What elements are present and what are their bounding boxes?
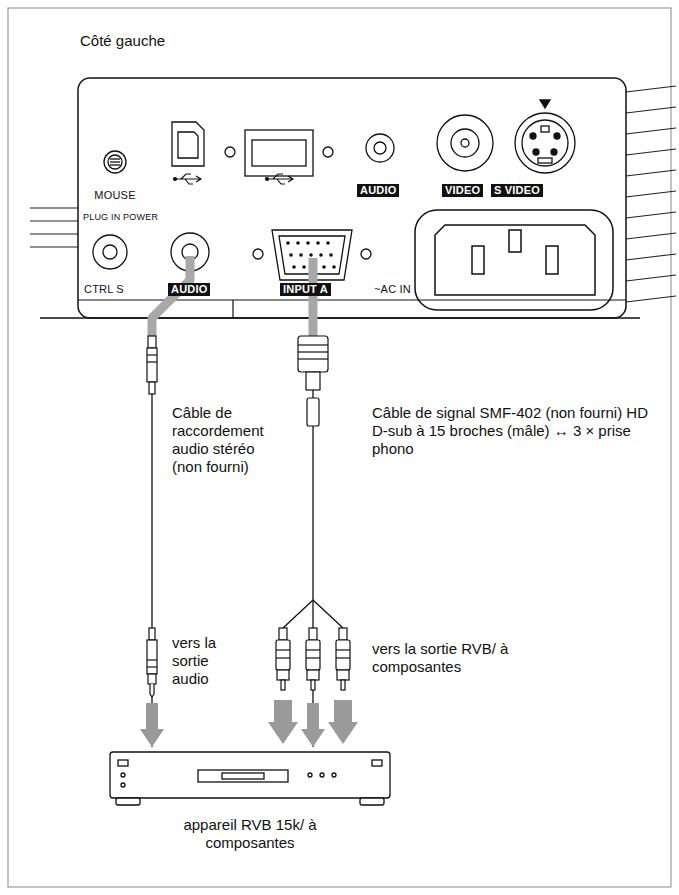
cable-label: Câble de raccordement audio stéréo (non … [172, 404, 276, 476]
projector-side-panel: Côté gauche [75, 30, 645, 320]
view-heading: Côté gauche [75, 30, 645, 52]
usb-symbol [174, 174, 202, 184]
device-caption: appareil RVB 15k/ à composantes [181, 816, 319, 852]
port-label: MOUSE [86, 189, 144, 202]
rca-plug [306, 628, 320, 690]
connection-note: vers la sortie audio [172, 634, 236, 688]
port-label: S VIDEO [491, 184, 543, 197]
port-label: VIDEO [442, 184, 483, 197]
port-label: CTRL S [84, 283, 124, 296]
cable-label: Câble de signal SMF-402 (non fourni) HD … [372, 404, 657, 458]
rca-plug [276, 628, 290, 690]
port-label: AUDIO [168, 283, 210, 296]
source-device: appareil RVB 15k/ à composantes [95, 748, 405, 868]
usb-a-port [225, 130, 333, 176]
ctrl-s-jack [93, 235, 127, 269]
cable-sleeve [309, 258, 318, 336]
mouse-port [104, 151, 126, 173]
frame [8, 8, 671, 887]
arrow [328, 700, 358, 744]
port-label: ~AC IN [374, 283, 411, 296]
port-label: INPUT A [280, 283, 331, 296]
cable-sleeve [152, 256, 190, 336]
vga-plug [298, 336, 328, 426]
video-jack [437, 115, 493, 171]
port-label: AUDIO [357, 184, 399, 197]
usb-symbol [266, 174, 294, 184]
av-device [110, 752, 390, 805]
port-label: PLUG IN POWER [83, 212, 158, 223]
usb-b-port [172, 122, 204, 166]
mini-plug [147, 336, 157, 394]
projector-panel [78, 78, 626, 318]
audio-jack [366, 134, 394, 162]
mini-plug [147, 628, 157, 697]
ac-inlet [415, 210, 613, 310]
arrow [268, 700, 298, 744]
cable-split [283, 600, 343, 628]
s-video-jack [515, 100, 575, 173]
connection-note: vers la sortie RVB/ à composantes [372, 640, 512, 676]
rca-plug [336, 628, 350, 690]
